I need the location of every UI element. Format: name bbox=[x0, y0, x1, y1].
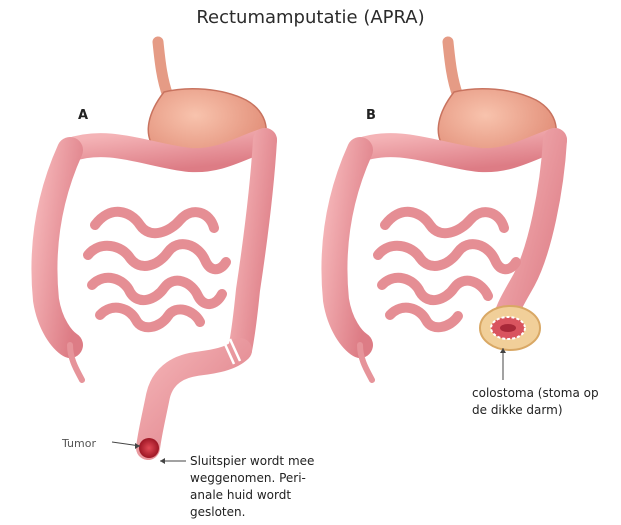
colostoma-note-line: colostoma (stoma op bbox=[472, 385, 599, 402]
descending-colon-a bbox=[240, 140, 265, 350]
esophagus-b bbox=[448, 42, 458, 96]
panel-b-illustration bbox=[334, 42, 556, 380]
sphincter-note-line: gesloten. bbox=[190, 504, 314, 521]
sigmoid-a bbox=[148, 350, 240, 448]
ascending-colon-b bbox=[334, 150, 360, 345]
small-intestine-a bbox=[88, 212, 226, 327]
tumor bbox=[139, 438, 159, 458]
sphincter-note: Sluitspier wordt mee weggenomen. Peri- a… bbox=[190, 453, 314, 521]
tumor-label: Tumor bbox=[62, 435, 96, 452]
ascending-colon-a bbox=[44, 150, 70, 345]
sphincter-note-line: anale huid wordt bbox=[190, 487, 314, 504]
colostoma-note: colostoma (stoma op de dikke darm) bbox=[472, 385, 599, 419]
sphincter-note-line: weggenomen. Peri- bbox=[190, 470, 314, 487]
esophagus-a bbox=[158, 42, 168, 96]
colostoma-note-line: de dikke darm) bbox=[472, 402, 599, 419]
panel-a-illustration bbox=[44, 42, 266, 464]
sphincter-note-line: Sluitspier wordt mee bbox=[190, 453, 314, 470]
